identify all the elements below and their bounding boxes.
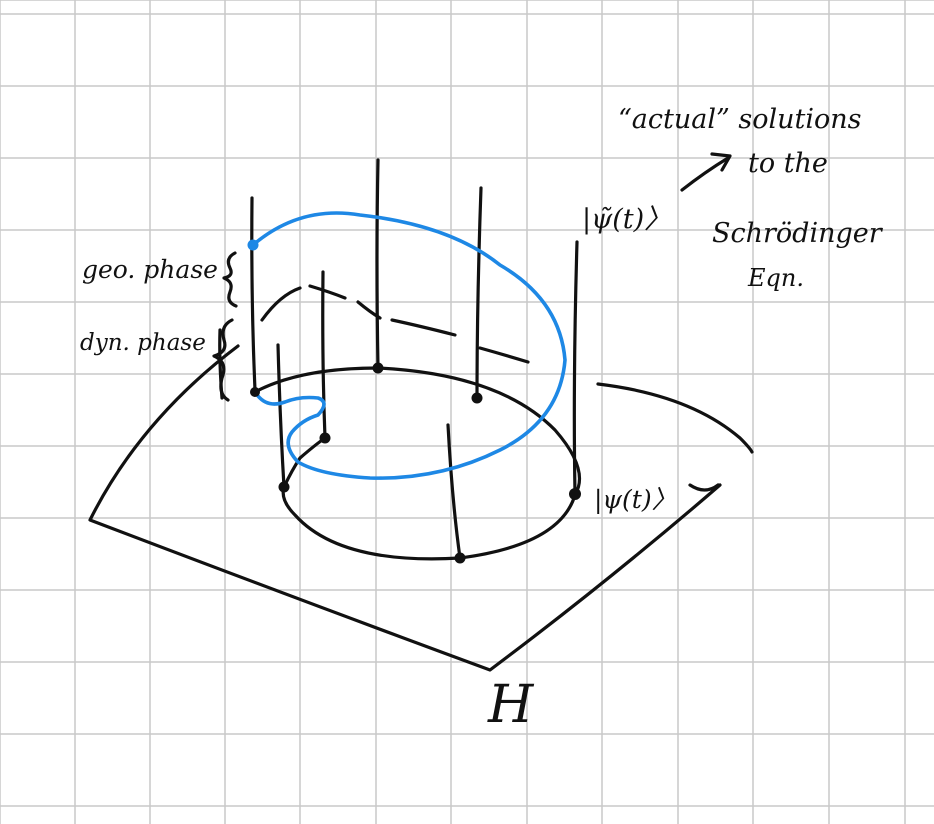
psi-tilde-label: |ψ̃(t)〉: [582, 204, 671, 235]
fiber-line-6: [276, 343, 286, 489]
annotation-arrow: [680, 156, 730, 192]
fiber-line-3: [475, 186, 483, 400]
geo-phase-brace: [222, 251, 238, 308]
state-point: [454, 552, 466, 564]
eqn-label: Eqn.: [747, 264, 804, 292]
fiber-line-1: [250, 196, 257, 392]
schrodinger-label: Schrödinger: [712, 218, 884, 249]
state-point: [319, 432, 331, 444]
fiber-line-7: [446, 423, 462, 560]
geo-phase-label: geo. phase: [82, 255, 218, 284]
hilbert-space-label: H: [487, 675, 535, 735]
start-point-blue-dot: [247, 239, 259, 251]
state-point: [471, 392, 483, 404]
base-loop-inner: [282, 436, 327, 489]
to-the-label: to the: [748, 148, 828, 179]
actual-solution-curve: [251, 211, 567, 480]
dynamical-phase-curve: [260, 284, 530, 364]
fiber-line-4: [572, 240, 579, 496]
psi-t-bracket: [688, 483, 720, 492]
hilbert-plane-sheet: [88, 344, 754, 672]
dyn-phase-label: dyn. phase: [80, 330, 206, 356]
dyn-phase-brace: [212, 318, 234, 402]
fiber-line-5: [321, 270, 327, 440]
psi-t-label: |ψ(t)〉: [594, 485, 677, 515]
arrow-head-icon: [710, 152, 732, 172]
actual-solutions-label: “actual” solutions: [618, 104, 862, 135]
state-point: [278, 481, 290, 493]
state-point: [372, 362, 384, 374]
fiber-line-2: [375, 158, 380, 370]
state-point: [569, 488, 581, 500]
state-point: [250, 387, 260, 397]
